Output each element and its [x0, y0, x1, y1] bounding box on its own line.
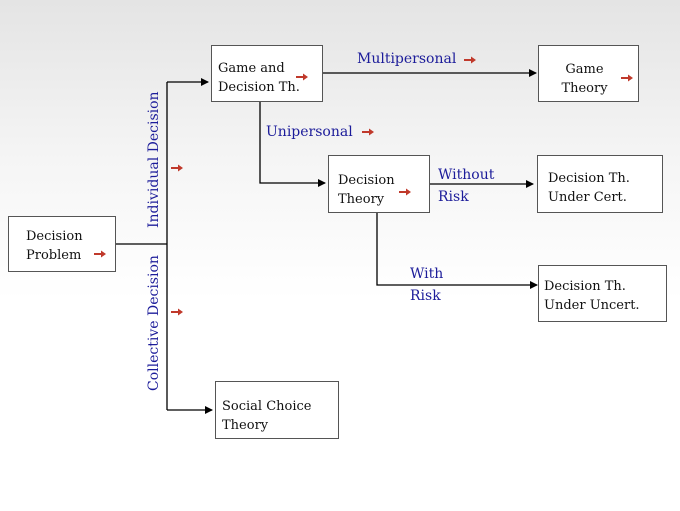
decision-under-certainty-line-1: Decision Th.	[548, 171, 630, 186]
social-choice-line-2: Theory	[222, 418, 269, 433]
red-arrow-icon	[296, 73, 308, 81]
red-arrow-icon	[621, 74, 633, 82]
connector-unipersonal	[259, 101, 326, 187]
decision-theory-line-2: Theory	[338, 192, 385, 207]
game-and-decision-line-2: Decision Th.	[218, 80, 300, 95]
social-choice-line-1: Social Choice	[222, 399, 312, 414]
with-risk-line-1: With	[410, 266, 444, 282]
decision-problem-box: Decision Problem	[8, 216, 116, 272]
collective-decision-label: Collective Decision	[146, 255, 162, 391]
decision-under-uncertainty-box: Decision Th. Under Uncert.	[538, 265, 667, 322]
unipersonal-label: Unipersonal	[266, 124, 353, 140]
decision-problem-line-2: Problem	[26, 248, 82, 263]
decision-under-uncertainty-line-1: Decision Th.	[544, 279, 626, 294]
game-theory-line-1: Game	[565, 62, 604, 77]
game-and-decision-box: Game and Decision Th.	[211, 45, 323, 102]
red-arrow-icon	[362, 128, 374, 136]
with-risk-label: With Risk	[410, 263, 443, 307]
game-and-decision-line-1: Game and	[218, 61, 285, 76]
decision-under-certainty-box: Decision Th. Under Cert.	[537, 155, 663, 213]
decision-theory-line-1: Decision	[338, 173, 395, 188]
red-arrow-icon	[399, 188, 411, 196]
decision-problem-line-1: Decision	[26, 229, 83, 244]
with-risk-line-2: Risk	[410, 288, 441, 304]
decision-under-certainty-line-2: Under Cert.	[548, 190, 627, 205]
game-theory-line-2: Theory	[561, 81, 608, 96]
decision-theory-box: Decision Theory	[328, 155, 430, 213]
multipersonal-label: Multipersonal	[357, 51, 457, 67]
red-arrow-icon	[94, 250, 106, 258]
connector-with-risk	[376, 212, 538, 289]
without-risk-line-2: Risk	[438, 189, 469, 205]
social-choice-theory-box: Social Choice Theory	[215, 381, 339, 439]
red-arrow-icon	[464, 56, 476, 64]
without-risk-label: Without Risk	[438, 164, 494, 208]
decision-under-uncertainty-line-2: Under Uncert.	[544, 298, 640, 313]
individual-decision-label: Individual Decision	[146, 91, 162, 228]
game-theory-box: Game Theory	[538, 45, 639, 102]
red-arrow-icon	[171, 164, 183, 172]
red-arrow-icon	[171, 308, 183, 316]
without-risk-line-1: Without	[438, 167, 495, 183]
